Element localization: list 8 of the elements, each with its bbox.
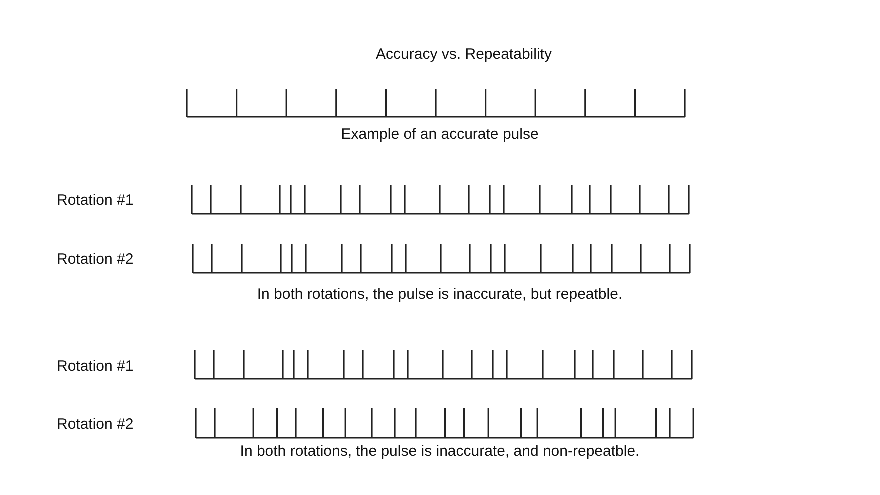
row-label: Rotation #1 — [57, 358, 134, 376]
row-label: Rotation #2 — [57, 251, 134, 269]
row-label: Rotation #1 — [57, 192, 134, 210]
caption: Example of an accurate pulse — [341, 126, 539, 144]
diagram-title: Accuracy vs. Repeatability — [376, 46, 552, 64]
caption: In both rotations, the pulse is inaccurate, but repeatble. — [257, 286, 623, 304]
row-label: Rotation #2 — [57, 416, 134, 434]
caption: In both rotations, the pulse is inaccurate, and non-repeatble. — [240, 443, 640, 461]
